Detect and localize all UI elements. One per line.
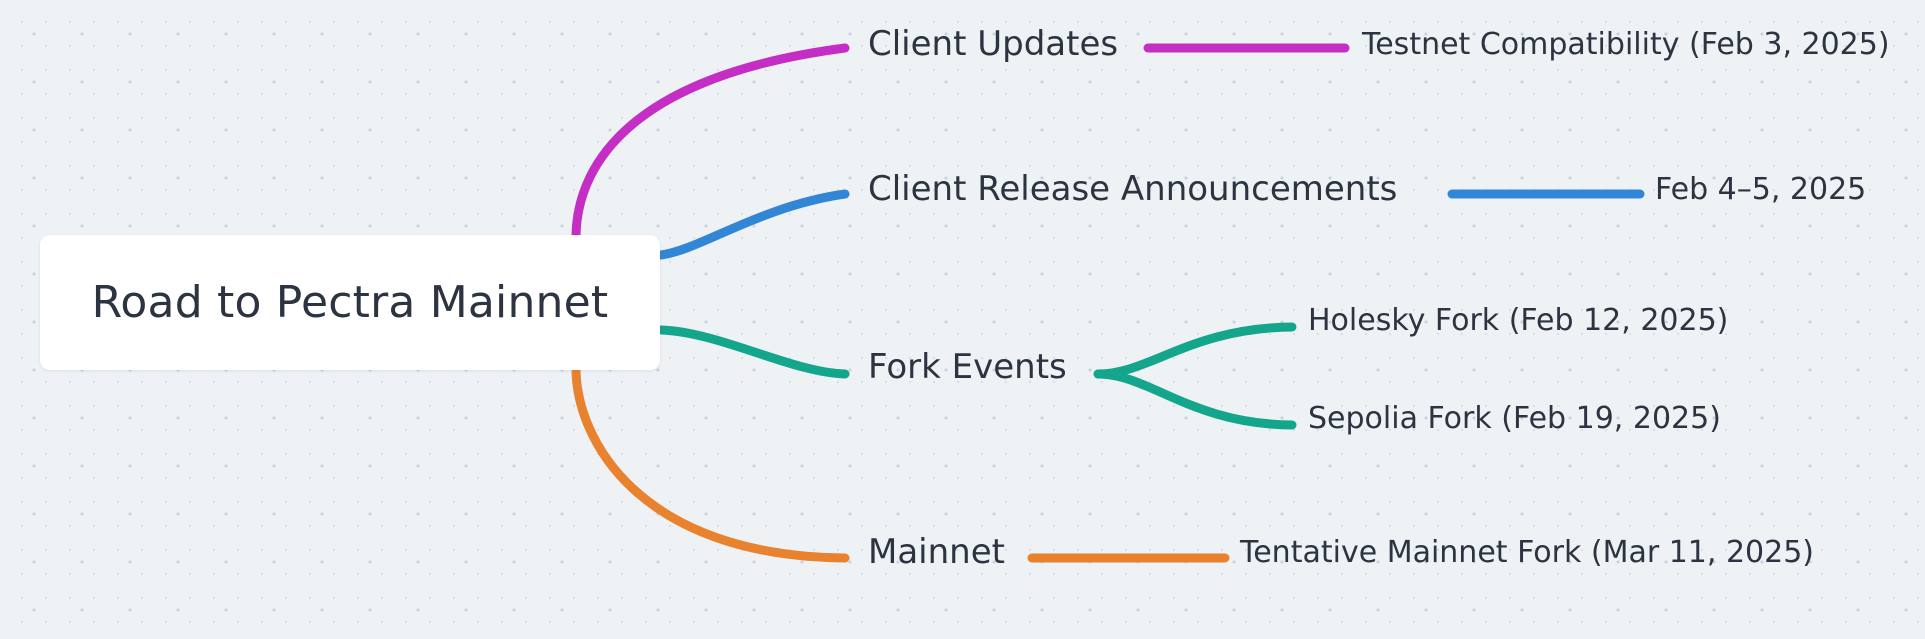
- connector-root-fork-events: [656, 325, 850, 379]
- mindmap-node-client-release-announcements[interactable]: Client Release Announcements: [868, 169, 1398, 209]
- mindmap-node-tentative-mainnet-fork[interactable]: Tentative Mainnet Fork (Mar 11, 2025): [1240, 535, 1814, 570]
- mindmap-root-label: Road to Pectra Mainnet: [91, 277, 609, 328]
- connector-root-mainnet: [571, 363, 850, 563]
- connector-root-client-updates: [571, 43, 850, 243]
- connector-fork-events-sepolia: [1093, 369, 1297, 430]
- mindmap-node-sepolia-fork[interactable]: Sepolia Fork (Feb 19, 2025): [1308, 401, 1721, 436]
- mindmap-node-client-updates[interactable]: Client Updates: [868, 24, 1119, 64]
- connector-fork-events-holesky: [1093, 322, 1297, 379]
- mindmap-root-node[interactable]: Road to Pectra Mainnet: [40, 235, 660, 370]
- mindmap-node-fork-events[interactable]: Fork Events: [868, 347, 1067, 387]
- connector-root-client-release: [656, 189, 850, 260]
- mindmap-node-feb-4-5-2025[interactable]: Feb 4–5, 2025: [1655, 172, 1867, 207]
- mindmap-node-holesky-fork[interactable]: Holesky Fork (Feb 12, 2025): [1308, 303, 1729, 338]
- mindmap-node-mainnet[interactable]: Mainnet: [868, 532, 1005, 572]
- mindmap-node-testnet-compatibility[interactable]: Testnet Compatibility (Feb 3, 2025): [1362, 27, 1890, 62]
